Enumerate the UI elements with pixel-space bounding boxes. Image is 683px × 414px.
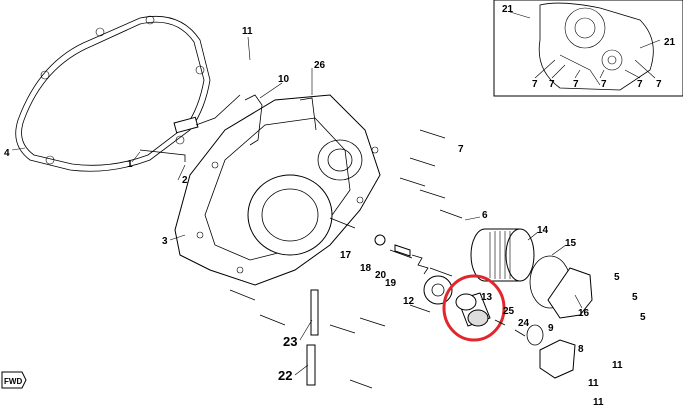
inset-label-7-a: 7 xyxy=(532,79,538,90)
label-4: 4 xyxy=(4,148,10,159)
label-22: 22 xyxy=(278,368,292,383)
label-2: 2 xyxy=(182,175,188,186)
label-8: 8 xyxy=(578,344,584,355)
label-24: 24 xyxy=(518,318,530,329)
label-3: 3 xyxy=(162,236,168,247)
gasket-part xyxy=(15,15,211,172)
label-19: 19 xyxy=(385,278,397,289)
sensor-part xyxy=(139,94,241,162)
highlight-circle xyxy=(442,274,506,342)
label-12: 12 xyxy=(403,296,415,307)
label-11: 11 xyxy=(242,26,253,37)
inset-label-21-b: 21 xyxy=(664,37,676,48)
label-11-d: 11 xyxy=(593,397,604,408)
label-14: 14 xyxy=(537,225,549,236)
inset-label-7-d: 7 xyxy=(601,79,607,90)
label-6: 6 xyxy=(482,210,488,221)
inset-view: 21 21 7 7 7 7 7 7 xyxy=(493,0,683,97)
label-9: 9 xyxy=(548,323,554,334)
crankcase-cover-part xyxy=(174,94,381,286)
bearing-and-spring-parts xyxy=(374,234,453,305)
inset-label-7-b: 7 xyxy=(549,79,555,90)
oil-filter-part xyxy=(470,228,535,282)
part-labels: 11 10 26 1 2 3 4 7 6 14 15 5 5 5 16 17 1… xyxy=(4,26,646,408)
label-13: 13 xyxy=(481,292,493,303)
leader-lines xyxy=(11,36,583,376)
label-18: 18 xyxy=(360,263,372,274)
pump-cover-part xyxy=(494,319,576,379)
inset-label-7-e: 7 xyxy=(637,79,643,90)
label-10: 10 xyxy=(278,74,290,85)
label-25: 25 xyxy=(503,306,515,317)
bolts-part-7 xyxy=(229,129,463,389)
dowel-pins-part xyxy=(306,289,319,386)
label-17: 17 xyxy=(340,250,352,261)
label-1: 1 xyxy=(127,159,133,170)
label-5-a: 5 xyxy=(614,272,620,283)
fwd-badge: FWD xyxy=(1,371,27,389)
label-15: 15 xyxy=(565,238,577,249)
label-20: 20 xyxy=(375,270,387,281)
inset-label-7-c: 7 xyxy=(573,79,579,90)
part-13 xyxy=(455,292,491,327)
label-5-b: 5 xyxy=(632,292,638,303)
label-16: 16 xyxy=(578,308,590,319)
inset-label-7-f: 7 xyxy=(656,79,662,90)
oring-and-cover-part xyxy=(529,255,593,319)
inset-label-21-a: 21 xyxy=(502,4,514,15)
label-26: 26 xyxy=(314,60,326,71)
label-23: 23 xyxy=(283,334,297,349)
svg-text:FWD: FWD xyxy=(4,377,22,386)
label-11-c: 11 xyxy=(588,378,599,389)
label-7: 7 xyxy=(458,144,464,155)
label-5-c: 5 xyxy=(640,312,646,323)
label-11-b: 11 xyxy=(612,360,623,371)
